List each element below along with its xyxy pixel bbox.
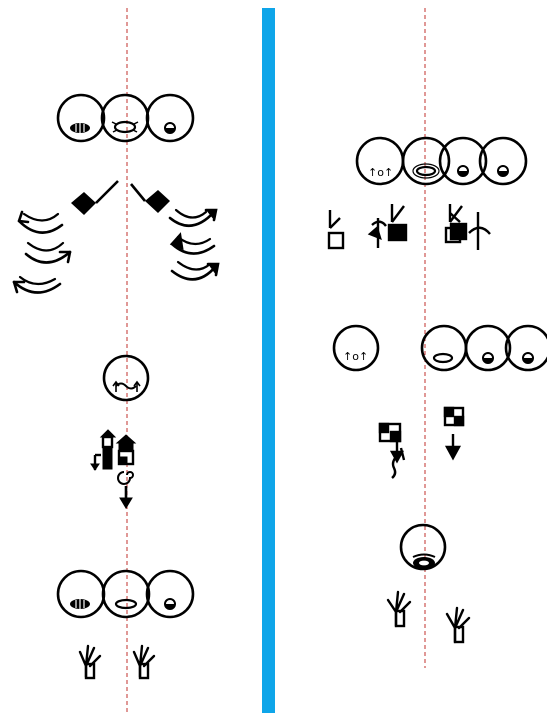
face-group-four-heads: ↑o↑ (355, 136, 528, 186)
curved-arrow-movements-right (168, 208, 220, 281)
curved-arrow-movements-left (12, 210, 72, 294)
left-panel-svg (12, 8, 220, 713)
hand-shape-symbols-with-spiral (90, 429, 137, 509)
single-face-with-upward-arrows (102, 354, 150, 402)
vertical-divider-bar (262, 8, 275, 713)
square-hand-shapes-with-arrows (378, 406, 465, 479)
face-with-mouth (399, 523, 447, 571)
right-panel: ↑o↑ (275, 0, 547, 713)
right-panel-svg: ↑o↑ (327, 8, 547, 668)
two-hand-shape-symbols (386, 590, 471, 644)
left-panel (0, 0, 260, 713)
face-group-three-heads-bottom (56, 569, 195, 619)
single-face-left: ↑o↑ (332, 324, 380, 372)
svg-text:↑o↑: ↑o↑ (343, 350, 368, 363)
face-group-three-heads (56, 93, 195, 143)
diamond-contact-symbols (71, 180, 170, 215)
hand-shape-contact-symbols (327, 204, 491, 250)
svg-text:↑o↑: ↑o↑ (368, 166, 393, 179)
face-group-three-heads (420, 324, 547, 372)
two-hand-shape-symbols (78, 644, 156, 680)
